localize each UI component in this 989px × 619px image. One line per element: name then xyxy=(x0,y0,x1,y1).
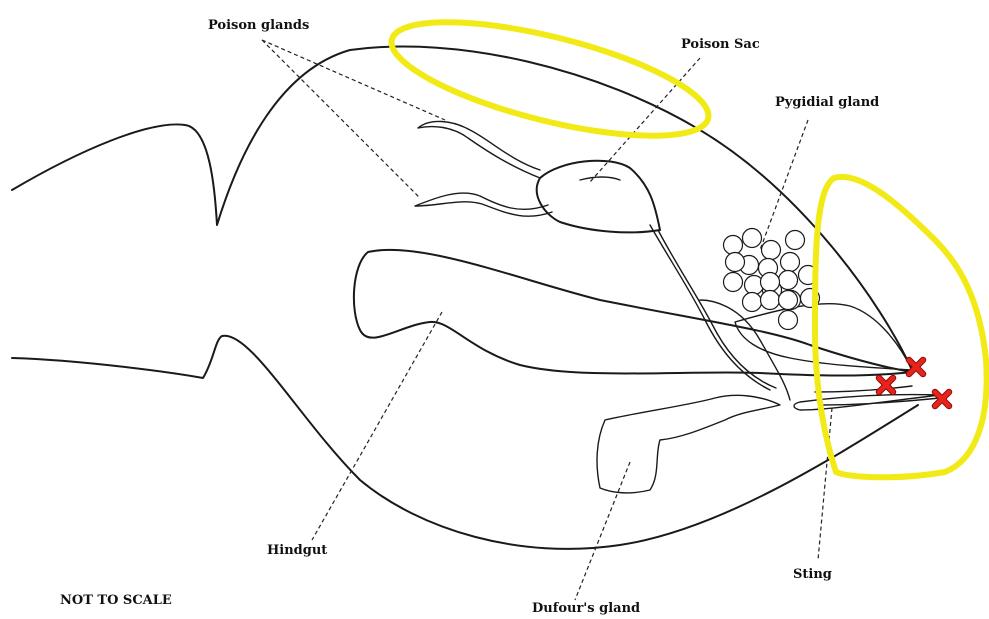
label-sting: Sting xyxy=(793,567,832,582)
pygidial-gland-cell xyxy=(761,291,780,310)
highlight-poison-sac xyxy=(382,0,719,159)
pygidial-gland-cell xyxy=(781,253,800,272)
leader-poison-glands-2 xyxy=(262,40,420,198)
label-dufours-gland: Dufour's gland xyxy=(532,601,640,616)
pygidial-gland-cell xyxy=(779,291,798,310)
label-poison-sac: Poison Sac xyxy=(681,37,760,52)
pygidial-gland-cell xyxy=(779,311,798,330)
pygidial-gland-cell xyxy=(761,273,780,292)
pygidial-reservoir xyxy=(735,304,912,370)
x-mark-icon xyxy=(935,392,949,406)
label-poison-glands: Poison glands xyxy=(208,18,309,33)
abdomen-lower-outline xyxy=(12,336,918,549)
dufours-gland xyxy=(597,395,780,493)
sting-shaft xyxy=(794,395,940,410)
leader-dufour xyxy=(575,462,630,600)
pygidial-gland-cell xyxy=(786,231,805,250)
poison-gland-upper xyxy=(418,121,540,178)
leader-poison-glands-1 xyxy=(262,40,445,120)
pygidial-gland-cell xyxy=(724,236,743,255)
label-pygidial-gland: Pygidial gland xyxy=(775,95,879,110)
hindgut xyxy=(354,250,912,376)
pygidial-gland-cell xyxy=(724,273,743,292)
pygidial-gland-cell xyxy=(743,293,762,312)
pygidial-gland-cell xyxy=(762,241,781,260)
highlight-sting-region xyxy=(815,177,987,477)
poison-gland-lower xyxy=(415,193,552,216)
pygidial-gland-cell xyxy=(726,253,745,272)
poison-sac xyxy=(537,161,660,233)
poison-sac-inner xyxy=(580,177,620,180)
pygidial-gland-cell xyxy=(743,229,762,248)
label-hindgut: Hindgut xyxy=(267,543,327,558)
leader-hindgut xyxy=(312,312,442,540)
leader-pygidial xyxy=(760,120,808,250)
x-mark-icon xyxy=(879,378,893,392)
label-not-to-scale: NOT TO SCALE xyxy=(60,593,172,608)
